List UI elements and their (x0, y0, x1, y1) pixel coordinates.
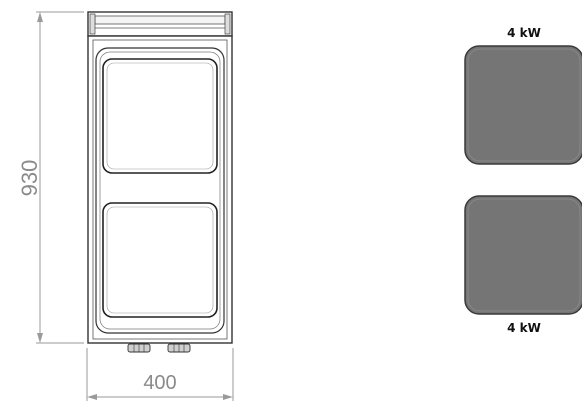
unit-body-inner (92, 39, 228, 340)
height-dimension-label: 930 (17, 160, 42, 197)
hob-well (95, 47, 225, 334)
width-arrow-right (223, 394, 233, 400)
front-plate-bottom (102, 202, 218, 318)
plate-top-power-label: 4 kW (507, 26, 541, 40)
front-plate-bottom-inner (106, 206, 214, 314)
front-plate-top (102, 58, 218, 174)
top-rail-inner (94, 15, 226, 25)
control-knob-left (127, 343, 151, 353)
plates-top-view: 4 kW 4 kW (464, 26, 582, 335)
front-plate-top-inner (106, 62, 214, 170)
height-arrow-bottom (37, 333, 43, 343)
width-arrow-left (87, 394, 97, 400)
control-knob-right (167, 343, 191, 353)
unit-front-view (87, 11, 233, 353)
hot-plate-bottom (464, 195, 582, 315)
height-arrow-top (37, 12, 43, 22)
hob-well-inner (99, 51, 221, 330)
width-dimension-label: 400 (143, 372, 176, 394)
hot-plate-bottom-rim (467, 198, 581, 312)
top-rail-right-cap (224, 13, 231, 35)
width-dimension: 400 (86, 348, 234, 401)
height-dimension: 930 (17, 11, 84, 344)
hot-plate-top-rim (467, 48, 581, 162)
hot-plate-top (464, 45, 582, 165)
top-rail-left-cap (89, 13, 96, 35)
plate-bottom-power-label: 4 kW (507, 321, 541, 335)
